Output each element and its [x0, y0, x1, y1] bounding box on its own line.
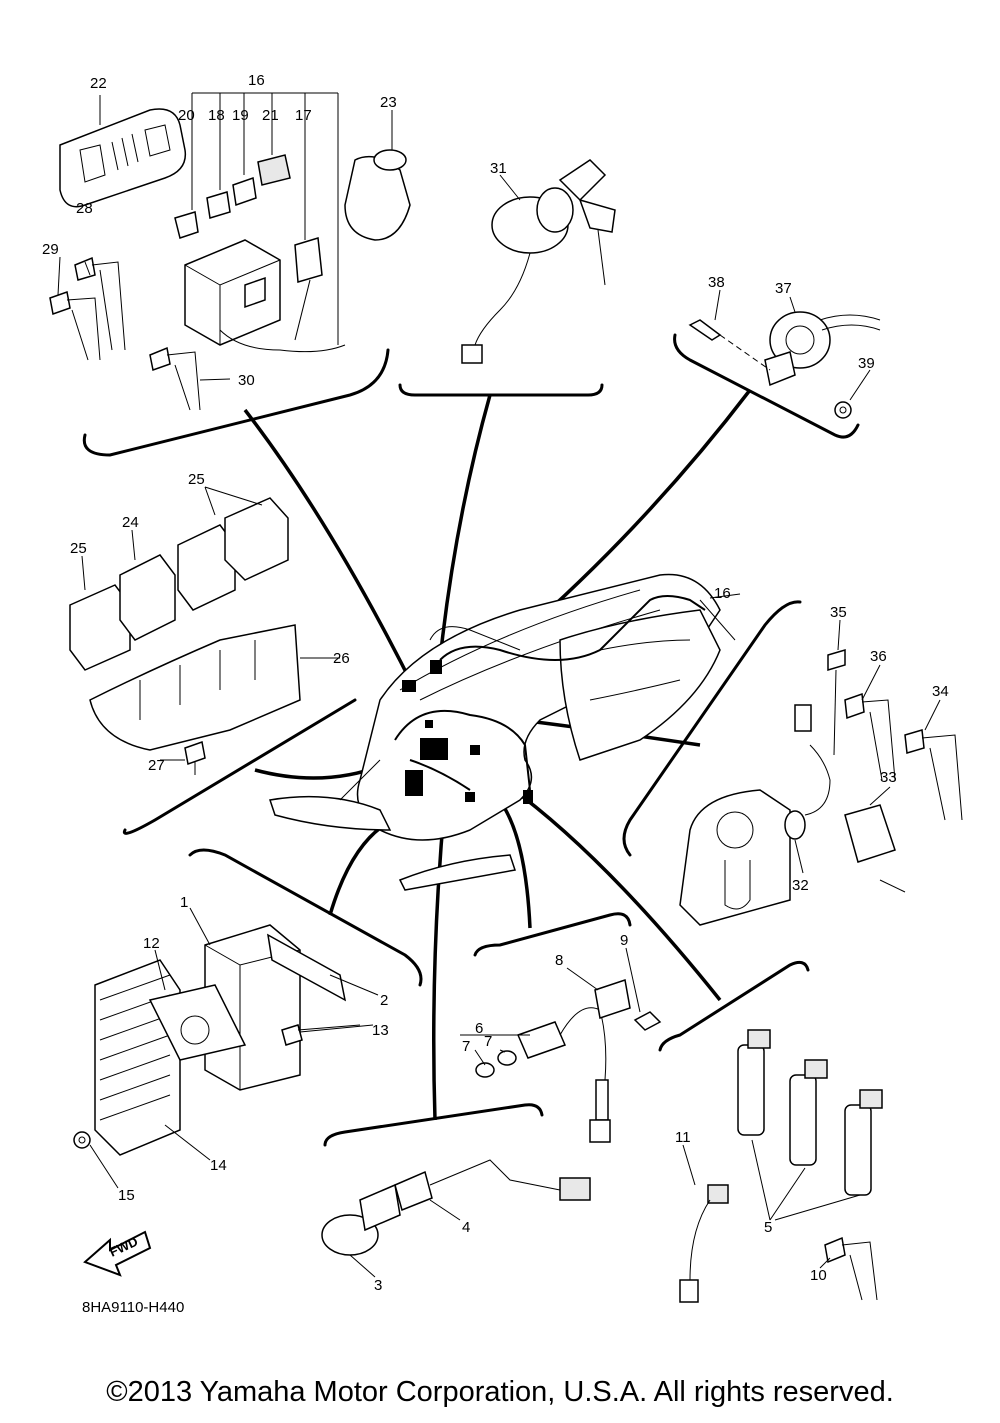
relays-24-25 [69, 497, 289, 671]
callout-22: 22 [90, 75, 107, 92]
callout-39: 39 [858, 355, 875, 372]
callout-38: 38 [708, 274, 725, 291]
buzzer-37 [764, 311, 881, 387]
callout-15: 15 [118, 1187, 135, 1204]
callout-9: 9 [620, 932, 628, 949]
plate-12 [148, 984, 247, 1061]
callout-5: 5 [764, 1219, 772, 1236]
callout-leaders [57, 92, 941, 1278]
nut-39 [834, 401, 852, 419]
callout-33: 33 [880, 769, 897, 786]
diagram-code: 8HA9110-H440 [82, 1299, 184, 1316]
callout-34: 34 [932, 683, 949, 700]
callout-25-left: 25 [70, 540, 87, 557]
callout-6: 6 [475, 1020, 483, 1037]
callout-36: 36 [870, 648, 887, 665]
relay-bracket-26 [89, 624, 301, 751]
callout-16-harness: 16 [714, 585, 731, 602]
callout-26: 26 [333, 650, 350, 667]
pressure-switch-3 [321, 1183, 401, 1256]
callout-23: 23 [380, 94, 397, 111]
ignition-coils-5 [737, 1029, 883, 1196]
harness-4 [394, 1159, 591, 1212]
callout-30: 30 [238, 372, 255, 389]
group-bracket-throttle [622, 600, 802, 857]
callout-29: 29 [42, 241, 59, 258]
copyright-notice: ©2013 Yamaha Motor Corporation, U.S.A. A… [106, 1376, 894, 1408]
callout-3: 3 [374, 1277, 382, 1294]
callout-24: 24 [122, 514, 139, 531]
callout-10: 10 [810, 1267, 827, 1284]
callout-19: 19 [232, 107, 249, 124]
callout-14: 14 [210, 1157, 227, 1174]
leader-top-left [243, 408, 417, 691]
callout-1: 1 [180, 894, 188, 911]
fuse-cover-22 [59, 108, 187, 208]
callout-4: 4 [462, 1219, 470, 1236]
tie-wraps-34-35-36 [827, 648, 963, 821]
group-bracket-sensor [473, 912, 632, 957]
callout-17: 17 [295, 107, 312, 124]
ignition-switch-31 [461, 159, 616, 364]
group-bracket-regulator [188, 848, 423, 987]
group-bracket-buzzer [673, 333, 860, 439]
nut-15 [73, 1131, 91, 1149]
cover-2 [267, 933, 347, 1002]
callout-21: 21 [262, 107, 279, 124]
callout-28: 28 [76, 200, 93, 217]
watercraft-hull [269, 573, 736, 891]
callout-13: 13 [372, 1022, 389, 1039]
fuses-18-21 [174, 154, 291, 239]
group-bracket-coils [658, 960, 810, 1052]
sensor-32 [784, 704, 831, 840]
leader-switch [432, 799, 447, 1121]
o-rings-7 [475, 1050, 517, 1078]
callout-35: 35 [830, 604, 847, 621]
clamp-8 [594, 979, 631, 1019]
callout-32: 32 [792, 877, 809, 894]
tie-wraps-28-29-30 [49, 256, 201, 411]
callout-2: 2 [380, 992, 388, 1009]
parts-diagram: FWD [42, 72, 963, 1316]
callout-8: 8 [555, 952, 563, 969]
bolt-13 [281, 1024, 361, 1046]
screw-27 [184, 741, 206, 775]
central-harness [394, 595, 706, 804]
tie-wrap-10 [824, 1236, 878, 1301]
bolt-9 [633, 1011, 662, 1031]
battery-23 [344, 149, 411, 241]
group-bracket-relays [122, 698, 357, 835]
holder-33 [844, 804, 906, 893]
callout-11: 11 [675, 1129, 691, 1146]
callout-25-top: 25 [188, 471, 205, 488]
callout-37: 37 [775, 280, 792, 297]
forward-arrow-icon: FWD [83, 1230, 152, 1277]
callout-16-top: 16 [248, 72, 265, 89]
group-bracket-top-left [82, 348, 390, 457]
group-bracket-ignition [398, 383, 604, 397]
sensor-6 [516, 1007, 611, 1143]
callout-numbers: 22 16 20 18 19 21 17 23 31 38 37 39 28 2… [42, 72, 949, 1294]
leader-ignition [438, 394, 492, 661]
callout-7-right: 7 [484, 1033, 492, 1050]
callout-18: 18 [208, 107, 225, 124]
callout-27: 27 [148, 757, 165, 774]
callout-7-left: 7 [462, 1038, 470, 1055]
lead-wire-11 [679, 1184, 729, 1303]
bracket-plate [679, 789, 791, 926]
callout-20: 20 [178, 107, 195, 124]
regulator-14 [94, 959, 181, 1156]
callout-31: 31 [490, 160, 507, 177]
bolt-38 [688, 319, 771, 371]
callout-12: 12 [143, 935, 160, 952]
fuse-box-17 [184, 237, 346, 353]
